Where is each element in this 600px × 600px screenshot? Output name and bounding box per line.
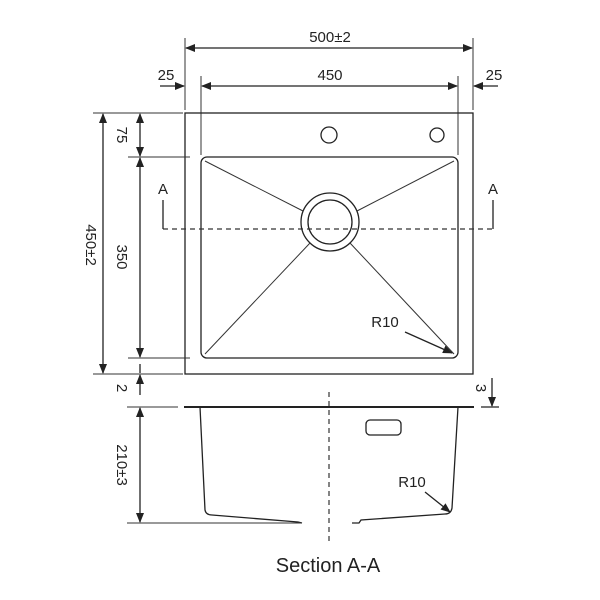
drain-outer bbox=[300, 192, 360, 252]
dimension-overall-length: 450±2 bbox=[82, 112, 183, 375]
sink-section-view: 210±3 3 R10 bbox=[113, 378, 499, 545]
accessory-hole bbox=[429, 127, 445, 143]
radius-section-label: R10 bbox=[398, 474, 426, 491]
right-margin-label: 25 bbox=[486, 67, 503, 84]
radius-top-label: R10 bbox=[371, 314, 399, 331]
dimension-inner-length: 75 350 bbox=[113, 113, 190, 373]
drain-inner bbox=[307, 199, 353, 245]
dimension-inner-width: 450 25 25 bbox=[158, 67, 503, 155]
depth-label: 210±3 bbox=[113, 444, 130, 486]
inner-length-label: 350 bbox=[113, 244, 130, 269]
left-margin-label: 25 bbox=[158, 67, 175, 84]
inner-width-label: 450 bbox=[317, 67, 342, 84]
overall-width-label: 500±2 bbox=[309, 29, 351, 46]
dimension-gap: 2 bbox=[113, 374, 144, 395]
gap-label: 2 bbox=[113, 384, 130, 392]
faucet-hole bbox=[320, 126, 338, 144]
overflow-slot bbox=[365, 419, 402, 436]
rim-thickness-label: 3 bbox=[472, 384, 489, 392]
top-margin-label: 75 bbox=[113, 127, 130, 144]
sink-top-view: A A R10 bbox=[158, 112, 498, 375]
section-mark-right: A bbox=[488, 181, 498, 198]
overall-length-label: 450±2 bbox=[82, 224, 99, 266]
section-mark-left: A bbox=[158, 181, 168, 198]
section-caption: Section A-A bbox=[276, 555, 381, 577]
dimension-overall-width: 500±2 bbox=[184, 29, 474, 110]
